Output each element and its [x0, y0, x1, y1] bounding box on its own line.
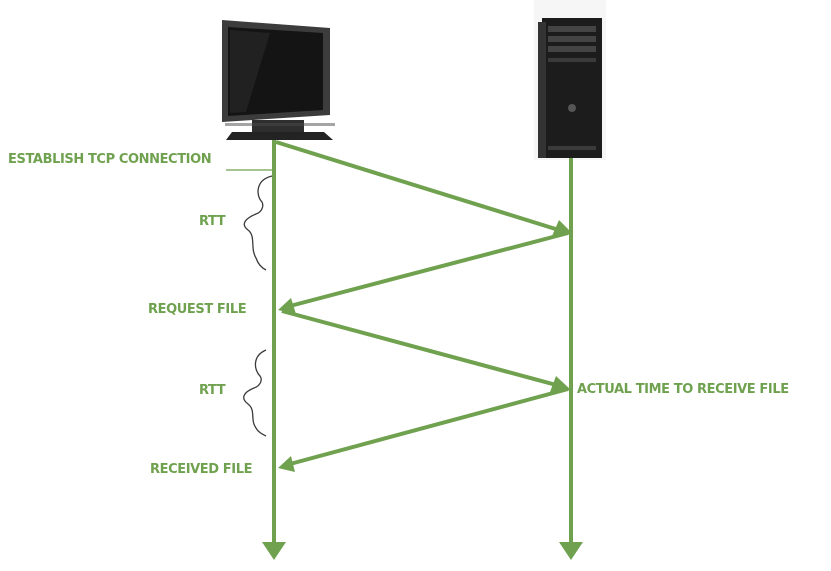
establish-tcp-label: ESTABLISH TCP CONNECTION: [8, 152, 212, 167]
client-timeline-arrowhead: [262, 542, 286, 560]
received-file-label: RECEIVED FILE: [150, 462, 253, 477]
request-file-label: REQUEST FILE: [148, 302, 247, 317]
tower-server-icon: [534, 0, 606, 160]
file-arrow-line: [289, 387, 569, 466]
rtt-brace-1: [243, 175, 273, 271]
syn-arrowhead: [552, 220, 573, 236]
actual-time-label: ACTUAL TIME TO RECEIVE FILE: [577, 382, 789, 397]
rtt-brace-2: [243, 349, 267, 437]
file-arrowhead: [278, 456, 295, 472]
server-timeline-arrowhead: [559, 542, 583, 560]
monitor-icon: [222, 20, 335, 140]
rtt-label-1: RTT: [199, 214, 226, 229]
rtt-label-2: RTT: [199, 383, 226, 398]
syn-arrow-line: [275, 140, 563, 233]
synack-arrow-line: [289, 231, 569, 308]
request-arrow-line: [281, 309, 561, 388]
